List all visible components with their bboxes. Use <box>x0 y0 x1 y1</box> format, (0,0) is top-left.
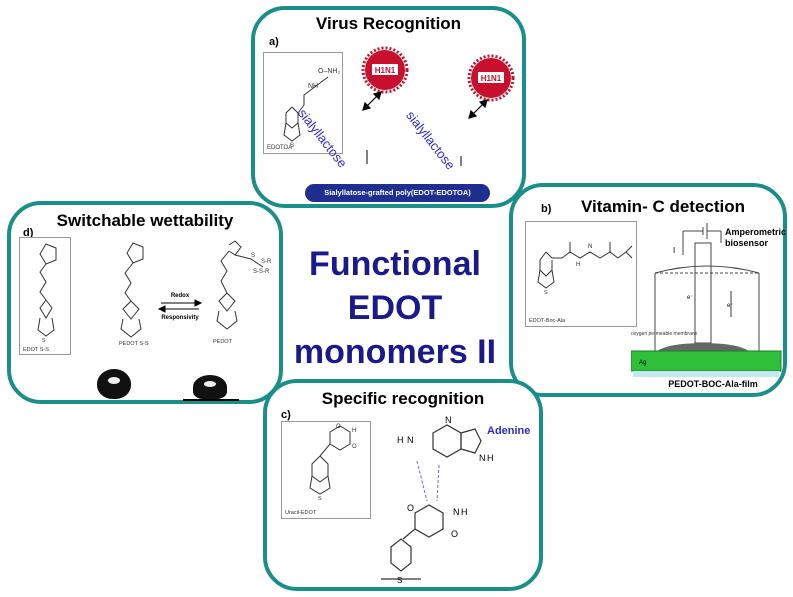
edotoa-molecule-drawing: NH O–NH₂ S EDOTOA <box>267 68 340 151</box>
panel-label: a) <box>269 36 279 48</box>
svg-text:N: N <box>479 453 486 463</box>
panel-label: b) <box>541 203 552 215</box>
molecule-name: EDOT-Boc-Ala <box>529 318 566 324</box>
svg-text:S-R: S-R <box>261 259 272 265</box>
electrode-base <box>633 371 779 377</box>
svg-text:H1N1: H1N1 <box>481 74 502 83</box>
molecule-name: EDOT S-S <box>23 347 49 353</box>
virus-icon: H1N1 <box>361 46 409 94</box>
edot-boc-ala-structure: H N S EDOT-Boc-Ala <box>525 221 637 327</box>
svg-text:O: O <box>407 503 414 513</box>
droplet-hydrophilic <box>193 375 227 399</box>
biosensor-label: Amperometric biosensor <box>725 227 787 248</box>
panel-virus-recognition: Virus Recognition a) NH O–NH₂ S EDOTOA H… <box>251 6 526 208</box>
svg-text:N: N <box>453 507 460 517</box>
svg-text:H1N1: H1N1 <box>375 66 396 75</box>
panel-label: c) <box>281 409 291 421</box>
svg-text:e⁻: e⁻ <box>727 303 734 309</box>
panel-title: Specific recognition <box>321 389 485 408</box>
molecule-name: PEDOT <box>213 339 233 345</box>
molecule-name: Uracil-EDOT <box>285 510 317 516</box>
droplet-hydrophobic <box>97 369 131 399</box>
membrane-label: oxygen permeable membrane <box>631 331 698 337</box>
svg-text:H: H <box>487 453 494 463</box>
film-label: PEDOT-BOC-Ala-film <box>668 379 758 389</box>
pedot-film-layer <box>631 350 782 372</box>
panel-label: d) <box>23 227 34 239</box>
svg-text:Ag: Ag <box>639 360 646 366</box>
center-title-line: monomers II <box>293 333 497 371</box>
sialyllactose-film: Sialyllatose-grafted poly(EDOT-EDOTOA) <box>305 184 490 202</box>
svg-text:S: S <box>42 338 46 344</box>
substrate-line <box>183 399 239 401</box>
svg-text:S: S <box>290 143 294 149</box>
svg-text:O: O <box>352 444 357 450</box>
onh2-label: O–NH₂ <box>318 68 340 75</box>
svg-text:S: S <box>397 576 402 585</box>
film-label: Sialyllatose-grafted poly(EDOT-EDOTOA) <box>324 188 471 197</box>
center-title: Functional EDOT monomers II <box>290 242 500 374</box>
redox-label: Redox <box>171 293 190 299</box>
panel-title: Switchable wettability <box>56 211 234 230</box>
svg-text:N: N <box>445 415 452 425</box>
molecule-name: EDOTOA <box>267 145 292 151</box>
svg-text:N: N <box>588 244 592 250</box>
responsivity-label: Responsivity <box>161 315 199 321</box>
nh-label: NH <box>308 83 318 90</box>
panel-switchable-wettability: Switchable wettability d) S EDOT S-S S <box>7 201 283 404</box>
svg-text:H: H <box>461 507 468 517</box>
edotoa-structure: NH O–NH₂ S EDOTOA <box>263 52 343 154</box>
svg-text:O: O <box>336 424 341 430</box>
panel-title: Vitamin- C detection <box>580 197 746 216</box>
svg-text:H: H <box>397 435 404 445</box>
svg-text:N: N <box>407 435 414 445</box>
svg-text:I: I <box>673 246 675 255</box>
svg-text:S: S <box>251 253 255 259</box>
biosensor-cell: I e⁻ e⁻ Ag oxygen permeable membrane <box>631 223 782 377</box>
panel-title: Virus Recognition <box>315 14 462 33</box>
panel-specific-recognition: Specific recognition c) O H O S Uracil-E… <box>263 379 543 591</box>
redox-arrows <box>157 299 203 313</box>
virus-binding-scheme: H1N1 H1N1 <box>361 46 515 166</box>
edot-ss-structure: S EDOT S-S <box>19 237 71 355</box>
panel-vitamin-c-detection: Vitamin- C detection b) H N S EDOT-Boc-A… <box>509 183 787 397</box>
svg-text:e⁻: e⁻ <box>687 295 694 301</box>
svg-text:H: H <box>576 262 580 268</box>
center-title-line: Functional <box>309 245 481 283</box>
edot-ss-molecule-drawing: S EDOT S-S <box>23 243 57 353</box>
svg-text:S-S-R: S-S-R <box>253 269 270 275</box>
center-title-line: EDOT <box>347 289 443 327</box>
svg-text:O: O <box>451 529 458 539</box>
virus-icon: H1N1 <box>467 54 515 102</box>
edot-boc-ala-molecule-drawing: H N S EDOT-Boc-Ala <box>529 242 633 324</box>
wettability-scheme: S S-R S-S-R PEDOT S-S PEDOT Redox Respon… <box>119 240 272 347</box>
uracil-edot-structure: O H O S Uracil-EDOT <box>281 421 371 519</box>
base-pairing-scheme: H N N N H N H O O S <box>381 415 494 585</box>
svg-text:S: S <box>544 290 548 296</box>
svg-text:S: S <box>318 496 322 502</box>
molecule-name: PEDOT S-S <box>119 341 149 347</box>
binding-arrow <box>362 91 488 119</box>
adenine-label: Adenine <box>487 425 531 437</box>
uracil-edot-molecule-drawing: O H O S Uracil-EDOT <box>285 424 357 516</box>
svg-text:H: H <box>352 428 356 434</box>
